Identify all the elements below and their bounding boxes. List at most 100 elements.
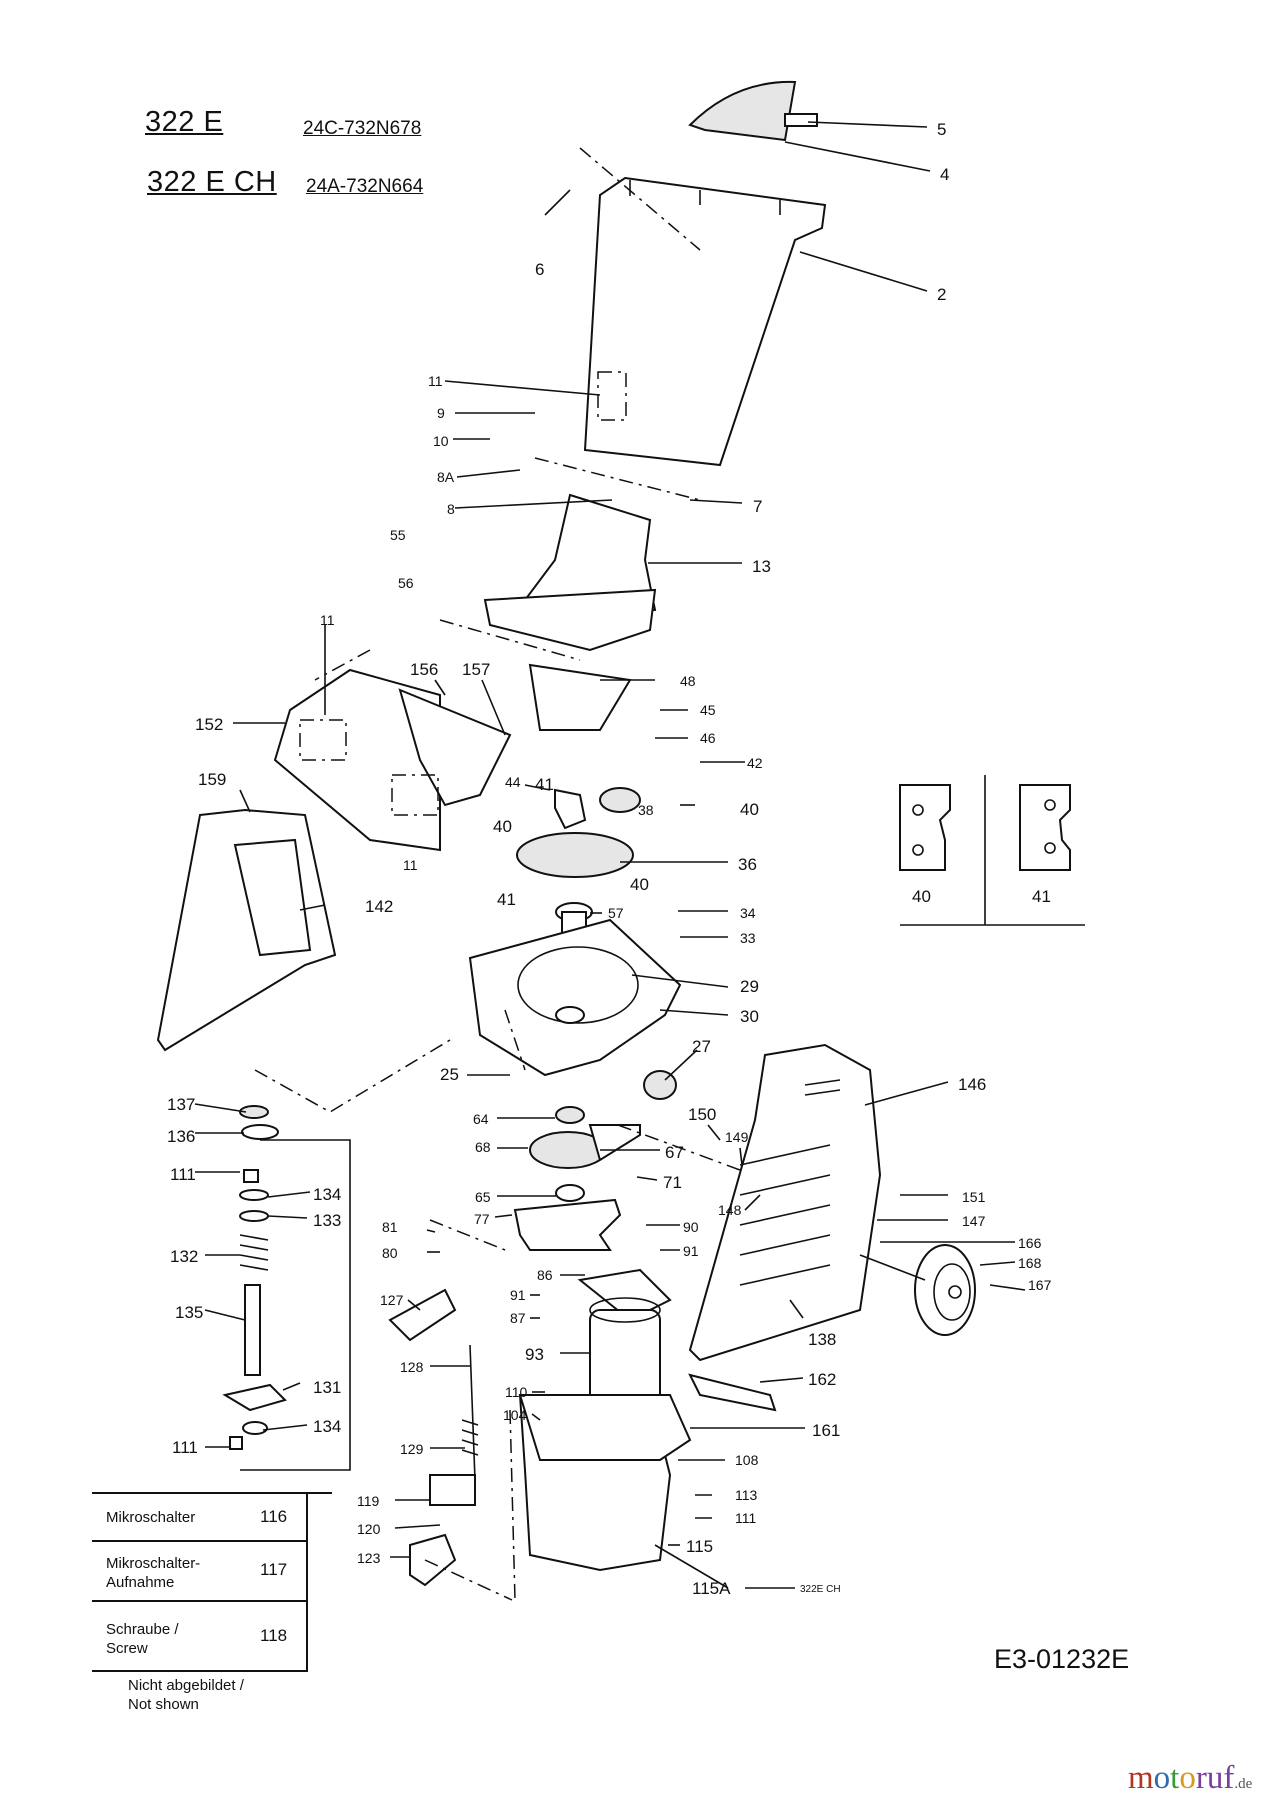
callout: 57	[608, 905, 624, 921]
callout: 67	[665, 1143, 684, 1162]
callout: 113	[735, 1487, 758, 1503]
side-cover	[273, 668, 441, 852]
callout: 42	[747, 755, 763, 771]
callout: 149	[725, 1129, 749, 1145]
legend-num: 118	[260, 1626, 288, 1645]
callout: 110	[505, 1384, 528, 1400]
callout: 68	[475, 1139, 491, 1155]
callout: 90	[683, 1219, 699, 1235]
not-shown-legend: Mikroschalter 116 Mikroschalter- Aufnahm…	[92, 1492, 308, 1672]
brand-letter: m	[1128, 1760, 1154, 1796]
callout: 136	[167, 1127, 195, 1146]
callout: 33	[740, 930, 756, 946]
callout: 71	[663, 1173, 682, 1192]
brand-letter: t	[1170, 1760, 1180, 1796]
legend-name: Mikroschalter- Aufnahme	[106, 1555, 201, 1591]
callout: 10	[433, 433, 449, 449]
callout: 44	[505, 774, 521, 790]
brand-letter: o	[1153, 1760, 1171, 1796]
callout: 6	[535, 260, 544, 279]
brand-letter: o	[1179, 1760, 1196, 1796]
callout: 146	[958, 1075, 986, 1094]
callout: 134	[313, 1185, 341, 1204]
callout: 134	[313, 1417, 341, 1436]
callout: 29	[740, 977, 759, 996]
callout: 40	[630, 875, 649, 894]
blade-40-inset	[899, 784, 951, 871]
callout: 148	[718, 1202, 742, 1218]
callout: 161	[812, 1421, 840, 1440]
callout: 7	[753, 497, 762, 516]
callout: 162	[808, 1370, 836, 1389]
callout: 123	[357, 1550, 381, 1566]
blade-41-inset	[1019, 784, 1071, 871]
callout: 87	[510, 1310, 526, 1326]
callout: 81	[382, 1219, 398, 1235]
callout: 142	[365, 897, 393, 916]
diagram-reference: E3-01232E	[994, 1644, 1130, 1674]
motor-plate	[577, 1268, 672, 1322]
callout: 8	[447, 501, 455, 517]
model-title-1: 322 E	[145, 106, 224, 138]
callout: 55	[390, 527, 406, 543]
callout: 119	[357, 1493, 380, 1509]
callout: 115A	[692, 1579, 731, 1598]
callout: 46	[700, 730, 716, 746]
callout: 137	[167, 1095, 195, 1114]
callout: 41	[497, 890, 516, 909]
callout: 38	[638, 802, 654, 818]
callout: 77	[474, 1211, 490, 1227]
callout: 27	[692, 1037, 711, 1056]
callout: 167	[1028, 1277, 1052, 1293]
callout: 65	[475, 1189, 491, 1205]
callout-note: 322E CH	[800, 1584, 841, 1595]
not-shown-note: Nicht abgebildet / Not shown	[128, 1677, 244, 1713]
callout: 108	[735, 1452, 759, 1468]
brand-logo: motoruf.de	[1128, 1760, 1252, 1797]
legend-top-rule	[92, 1492, 332, 1494]
legend-name: Schraube / Screw	[106, 1621, 179, 1657]
callout: 45	[700, 702, 716, 718]
callout: 4	[940, 165, 949, 184]
legend-row: Mikroschalter- Aufnahme 117	[92, 1542, 306, 1602]
hopper-funnel	[583, 176, 827, 467]
callout: 93	[525, 1345, 544, 1364]
callout: 168	[1018, 1255, 1042, 1271]
cutting-disc	[516, 832, 634, 878]
callout: 111	[172, 1438, 198, 1457]
callout: 2	[937, 285, 946, 304]
callout: 36	[738, 855, 757, 874]
callout: 104	[503, 1407, 527, 1423]
callout: 11	[403, 857, 418, 873]
callout: 111	[170, 1165, 196, 1184]
brand-letter: ruf	[1195, 1760, 1235, 1796]
callout: 11	[428, 373, 443, 389]
wheel	[914, 1244, 976, 1336]
callout: 80	[382, 1245, 398, 1261]
callout: 30	[740, 1007, 759, 1026]
callout: 131	[313, 1378, 341, 1397]
callout: 25	[440, 1065, 459, 1084]
cutter-housing	[468, 918, 682, 1077]
legend-name: Mikroschalter	[106, 1509, 196, 1526]
callout: 133	[313, 1211, 341, 1230]
callout: 152	[195, 715, 223, 734]
callout: 64	[473, 1111, 489, 1127]
callout: 156	[410, 660, 438, 679]
callout: 147	[962, 1213, 986, 1229]
leader-lines	[194, 121, 1026, 1589]
callout: 13	[752, 557, 771, 576]
callout: 86	[537, 1267, 553, 1283]
callout: 135	[175, 1303, 203, 1322]
legend-num: 117	[260, 1560, 288, 1579]
callout: 9	[437, 405, 445, 421]
callout: 40	[493, 817, 512, 836]
main-housing	[688, 1043, 882, 1362]
legend-num: 116	[260, 1507, 288, 1526]
inset-label-40: 40	[912, 887, 931, 906]
callout: 91	[510, 1287, 526, 1303]
callout: 48	[680, 673, 696, 689]
callout: 120	[357, 1521, 381, 1537]
legend-row: Schraube / Screw 118	[92, 1602, 306, 1672]
